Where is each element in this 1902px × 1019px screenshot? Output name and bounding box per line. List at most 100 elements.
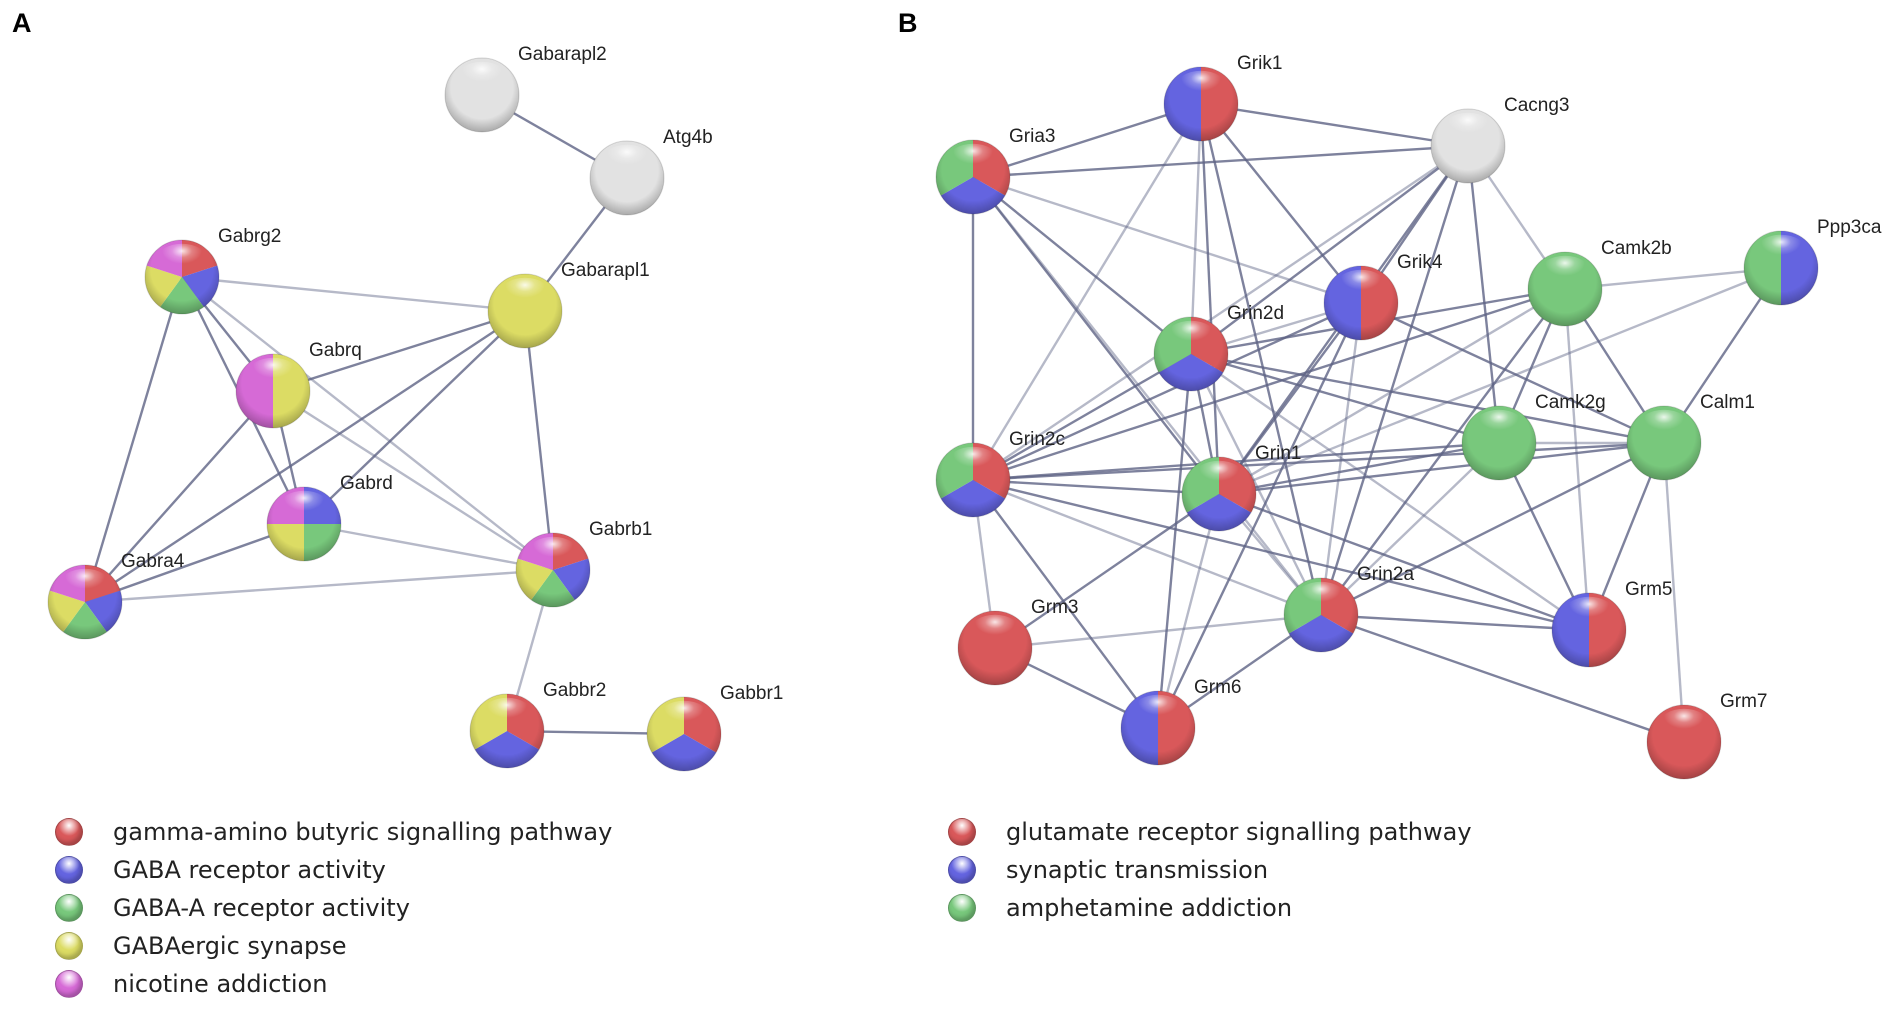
node-highlight xyxy=(947,143,999,178)
node-gabrb1[interactable]: Gabrb1 xyxy=(515,519,652,608)
legend-green-circle-icon xyxy=(55,894,83,922)
node-label: Gabra4 xyxy=(121,551,185,572)
node-highlight xyxy=(1165,320,1217,354)
edge-cacng3-grin2a xyxy=(1319,145,1470,616)
node-gabrq[interactable]: Gabrq xyxy=(235,340,362,429)
node-calm1[interactable]: Calm1 xyxy=(1626,392,1755,481)
node-highlight xyxy=(456,61,508,95)
edge-grin2a-calm1 xyxy=(1320,441,1665,617)
legend-yellow-circle-icon xyxy=(55,932,83,960)
edge-camk2b-grin2c xyxy=(972,287,1566,482)
node-grm5[interactable]: Grm5 xyxy=(1551,579,1673,668)
node-camk2b[interactable]: Camk2b xyxy=(1527,238,1672,327)
node-label: Gabrg2 xyxy=(218,226,281,247)
node-label: Grin2a xyxy=(1357,564,1414,585)
node-highlight xyxy=(969,614,1021,648)
legend-label: amphetamine addiction xyxy=(1006,894,1293,922)
node-gabarapl2[interactable]: Gabarapl2 xyxy=(444,44,607,133)
edge-gabarapl1-gabrb1 xyxy=(523,310,555,571)
legend-label: glutamate receptor signalling pathway xyxy=(1006,818,1472,846)
node-label: Gabrq xyxy=(309,340,362,361)
node-highlight xyxy=(1335,269,1387,303)
legend-blue-circle-icon xyxy=(948,856,976,884)
node-highlight xyxy=(247,357,299,391)
edge-camk2b-grm5 xyxy=(1563,288,1591,631)
node-grin1[interactable]: Grin1 xyxy=(1181,443,1301,532)
edge-grin1-grm5 xyxy=(1218,492,1590,632)
edge-grin2c-calm1 xyxy=(972,441,1665,482)
node-gria3[interactable]: Gria3 xyxy=(935,126,1055,215)
edge-cacng3-camk2g xyxy=(1466,145,1501,444)
legend-label: nicotine addiction xyxy=(113,970,328,998)
edge-gabra4-gabarapl1 xyxy=(84,309,526,604)
node-gabrd[interactable]: Gabrd xyxy=(266,473,393,562)
node-camk2g[interactable]: Camk2g xyxy=(1461,392,1606,481)
node-grin2c[interactable]: Grin2c xyxy=(935,429,1065,518)
node-atg4b[interactable]: Atg4b xyxy=(589,127,713,216)
edge-grin1-calm1 xyxy=(1218,441,1665,496)
legend-label: GABA-A receptor activity xyxy=(113,894,410,922)
node-highlight xyxy=(1175,70,1227,104)
edge-gria3-grin2d xyxy=(972,176,1192,355)
node-highlight xyxy=(1638,409,1690,443)
node-label: Camk2b xyxy=(1601,238,1672,259)
node-grik1[interactable]: Grik1 xyxy=(1163,53,1282,142)
edge-gabra4-gabrb1 xyxy=(84,568,554,604)
edge-grin2c-grm6 xyxy=(972,479,1159,729)
node-highlight xyxy=(1193,460,1245,494)
node-grm6[interactable]: Grm6 xyxy=(1120,677,1242,766)
node-gabbr1[interactable]: Gabbr1 xyxy=(646,683,783,772)
edge-gria3-grin2a xyxy=(972,176,1322,616)
node-gabarapl1[interactable]: Gabarapl1 xyxy=(487,260,650,349)
edge-gria3-cacng3 xyxy=(972,144,1469,179)
node-grin2d[interactable]: Grin2d xyxy=(1153,303,1284,392)
edge-gria3-grin1 xyxy=(972,176,1220,495)
legend-label: GABA receptor activity xyxy=(113,856,386,884)
edge-grin2d-camk2g xyxy=(1190,352,1500,445)
node-grm3[interactable]: Grm3 xyxy=(957,597,1079,686)
node-label: Grm6 xyxy=(1194,677,1242,698)
edge-grik4-grin2c xyxy=(972,301,1362,482)
node-highlight xyxy=(1563,596,1615,630)
edge-grin1-grm3 xyxy=(994,493,1220,649)
node-gabbr2[interactable]: Gabbr2 xyxy=(469,680,606,769)
legend-label: synaptic transmission xyxy=(1006,856,1269,884)
edge-gabrd-gabarapl1 xyxy=(303,310,526,525)
node-cacng3[interactable]: Cacng3 xyxy=(1430,95,1570,184)
node-highlight xyxy=(1539,255,1591,289)
edge-grik1-grin2a xyxy=(1199,103,1323,616)
node-label: Gabrd xyxy=(340,473,393,494)
edge-gabrg2-gabrb1 xyxy=(181,276,554,571)
node-label: Cacng3 xyxy=(1504,95,1570,116)
legend-green-circle-icon xyxy=(948,894,976,922)
node-grm7[interactable]: Grm7 xyxy=(1646,691,1768,780)
legend-item: GABA-A receptor activity xyxy=(55,889,612,927)
edge-gabrq-gabra4 xyxy=(84,390,274,603)
node-gabra4[interactable]: Gabra4 xyxy=(47,551,185,640)
node-label: Grm3 xyxy=(1031,597,1079,618)
edge-grin2a-grm7 xyxy=(1320,613,1685,744)
edge-grik4-grm6 xyxy=(1156,302,1363,729)
edge-grik4-grin2a xyxy=(1319,302,1363,616)
node-label: Grin1 xyxy=(1255,443,1301,464)
node-gabrg2[interactable]: Gabrg2 xyxy=(144,226,281,315)
node-grik4[interactable]: Grik4 xyxy=(1323,252,1443,341)
edge-gria3-grik1 xyxy=(972,102,1202,179)
legend-label: gamma-amino butyric signalling pathway xyxy=(113,818,613,846)
edge-gabrd-gabrb1 xyxy=(303,522,554,572)
node-label: Gabbr2 xyxy=(543,680,606,701)
edge-grik1-grin2d xyxy=(1189,103,1203,355)
edge-calm1-grm7 xyxy=(1662,442,1686,743)
node-ppp3ca[interactable]: Ppp3ca xyxy=(1743,217,1882,306)
node-label: Grik1 xyxy=(1237,53,1282,74)
node-grin2a[interactable]: Grin2a xyxy=(1283,564,1414,653)
panel-a-letter: A xyxy=(12,8,32,38)
edge-grin2d-grm5 xyxy=(1190,353,1590,631)
edge-grin1-grm6 xyxy=(1156,493,1221,729)
legend-item: amphetamine addiction xyxy=(948,889,1472,927)
edge-grin2d-grm6 xyxy=(1156,353,1193,729)
edge-grin2a-grm5 xyxy=(1320,613,1590,632)
edge-grik1-cacng3 xyxy=(1200,102,1469,148)
